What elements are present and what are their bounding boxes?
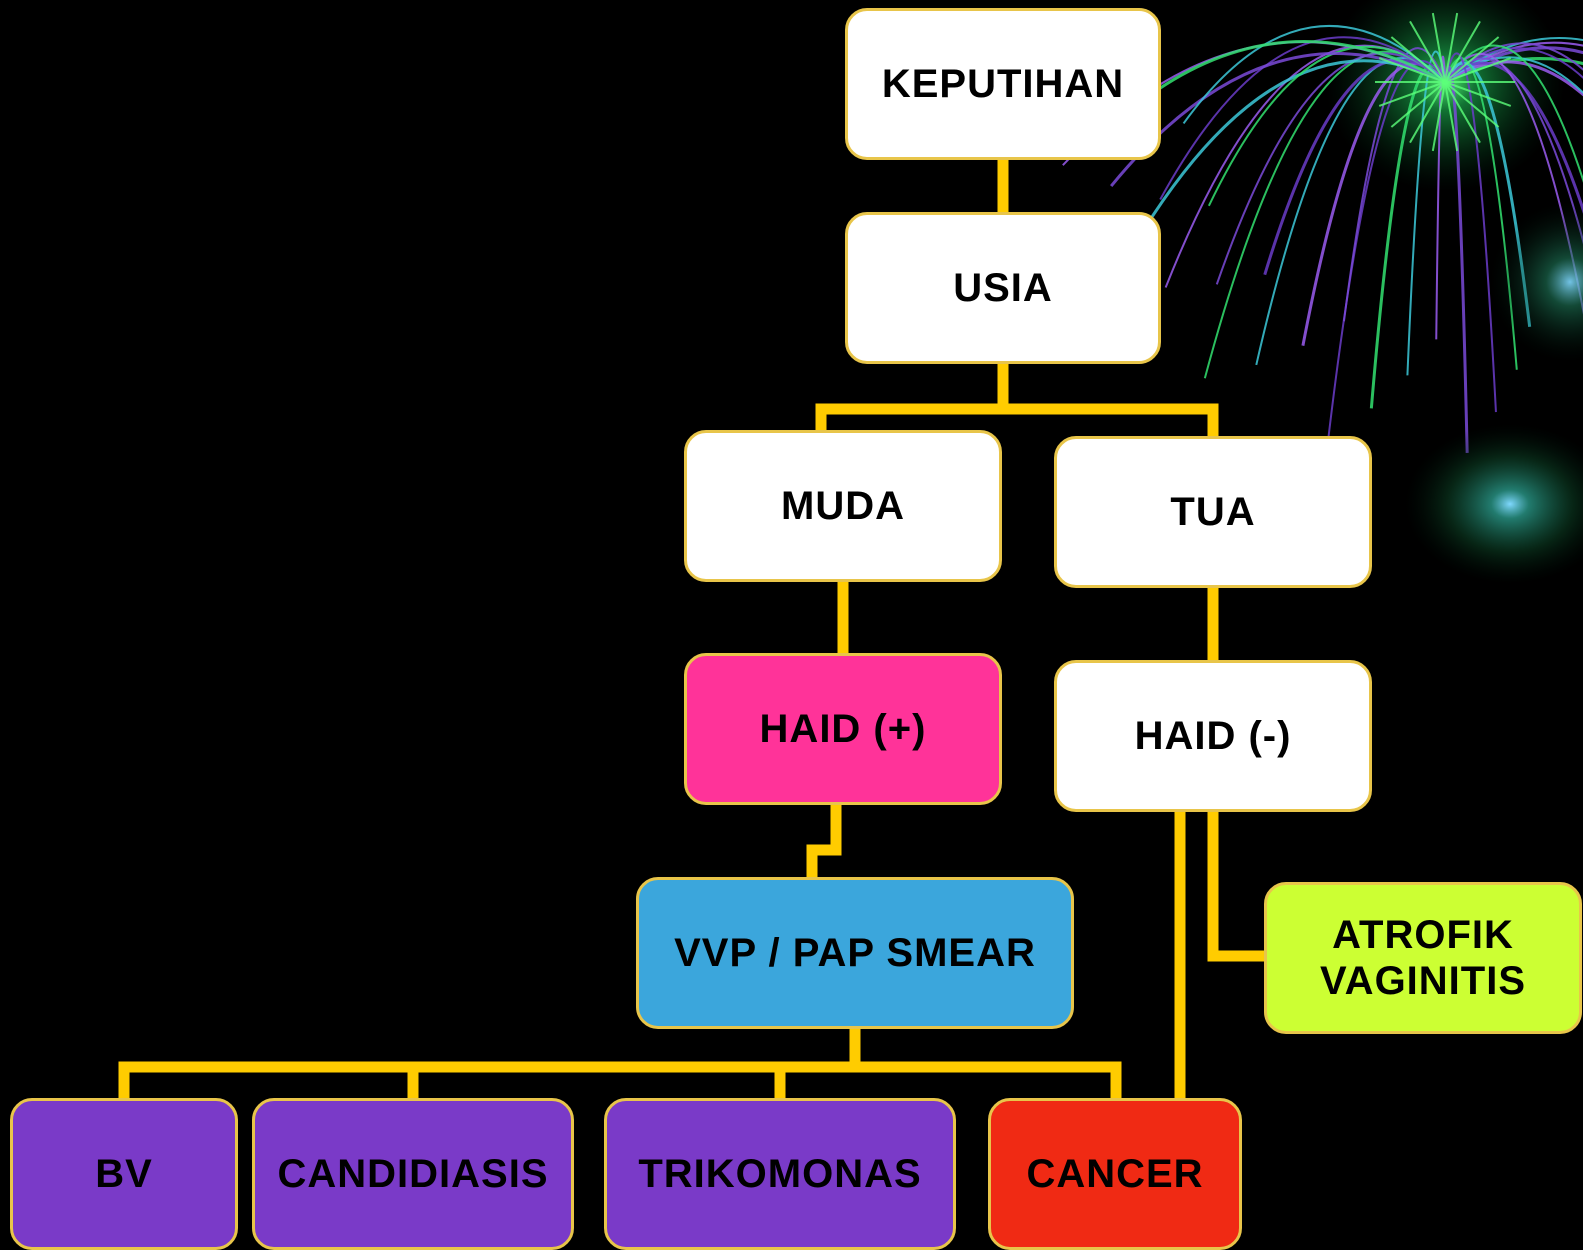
firework-streak [1444,56,1583,95]
green-glow-orb-icon [1490,202,1583,362]
node-candidiasis-label: CANDIDIASIS [277,1152,549,1196]
firework-core-ray [1409,81,1446,144]
node-tua: TUA [1054,436,1372,588]
connector-haidplus-vvp [806,805,842,877]
node-vvp-pap-smear: VVP / PAP SMEAR [636,877,1074,1029]
firework-core-ray [1444,81,1512,107]
connector-leaves-bar [118,1061,1122,1098]
node-cancer-label: CANCER [1026,1152,1204,1196]
green-glow-orb-icon [1405,424,1583,584]
firework-core-ray [1390,36,1446,83]
firework-core-ray [1378,81,1446,107]
node-trikomonas-label: TRIKOMONAS [638,1152,922,1196]
firework-streak [1159,36,1446,200]
node-cancer: CANCER [988,1098,1242,1250]
firework-streak [1444,52,1497,413]
node-usia-label: USIA [953,266,1053,310]
firework-core-ray [1431,81,1446,152]
node-atrofik-label-line2: VAGINITIS [1319,959,1527,1003]
starburst-fireworks-icon [1062,0,1583,453]
node-vvp-pap-smear-label: VVP / PAP SMEAR [674,931,1036,975]
firework-core-ray [1444,81,1459,152]
node-candidiasis: CANDIDIASIS [252,1098,574,1250]
node-haid-positive: HAID (+) [684,653,1002,805]
firework-core-ray [1444,20,1481,83]
node-atrofik-label-line1: ATROFIK [1332,913,1514,957]
firework-streak [1263,58,1447,276]
firework-core-ray [1444,12,1459,83]
firework-core-ray [1444,81,1481,144]
firework-core-ray [1378,57,1446,83]
connector-usia-tua [1003,403,1219,436]
node-trikomonas: TRIKOMONAS [604,1098,956,1250]
firework-streak [1139,40,1446,104]
node-haid-negative: HAID (-) [1054,660,1372,812]
firework-core-ray [1409,20,1446,83]
node-usia: USIA [845,212,1161,364]
node-keputihan-label: KEPUTIHAN [881,62,1125,106]
node-bv-label: BV [95,1152,153,1196]
firework-streak [1444,60,1583,97]
node-keputihan: KEPUTIHAN [845,8,1161,160]
firework-core-ray [1390,81,1446,128]
connector-usia-muda [815,364,1009,430]
node-haid-negative-label: HAID (-) [1134,714,1292,758]
node-muda: MUDA [684,430,1002,582]
firework-core-ray [1444,81,1500,128]
node-muda-label: MUDA [781,484,905,528]
node-tua-label: TUA [1170,490,1256,534]
firework-core-ray [1431,12,1446,83]
node-atrofik-vaginitis: ATROFIK VAGINITIS [1264,882,1582,1034]
node-haid-positive-label: HAID (+) [759,707,927,751]
firework-core-ray [1444,57,1512,83]
connector-haidminus-atrofik [1207,812,1264,962]
firework-core-ray [1444,36,1500,83]
node-bv: BV [10,1098,238,1250]
firework-streak [1444,44,1583,184]
